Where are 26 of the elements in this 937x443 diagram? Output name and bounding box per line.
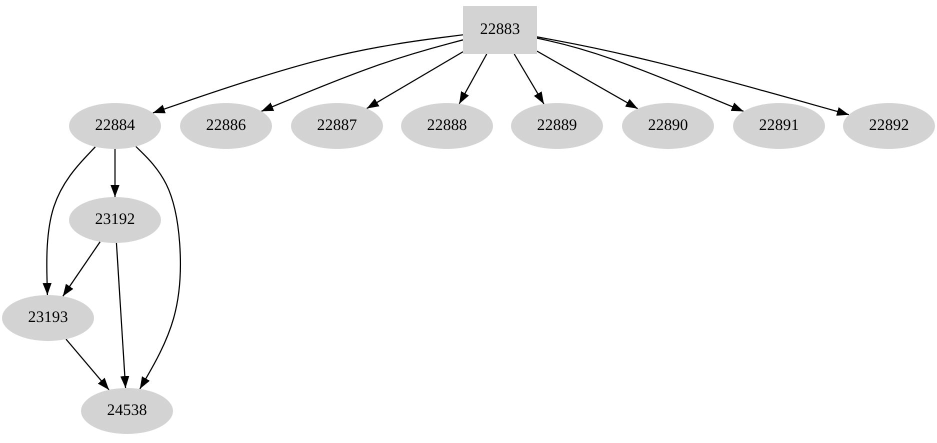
arrow [62,241,101,297]
ellipse-node: 24538 [81,388,173,434]
arrow [536,36,850,116]
arrow [514,54,544,104]
arrow [261,39,464,112]
arrow [135,146,182,390]
ellipse-node: 23192 [69,197,161,243]
ellipse-node: 22892 [843,103,935,149]
arrow [152,34,464,114]
arrow [110,149,120,197]
ellipse-node: 22890 [622,103,714,149]
arrow [366,51,464,109]
ellipse-node: 22889 [511,103,603,149]
ellipse-node: 22887 [291,103,383,149]
ellipse-node: 22888 [401,103,493,149]
arrow [458,54,488,104]
process-box: 22883 [463,6,537,54]
ellipse-node: 22886 [180,103,272,149]
ellipse-node: 23193 [2,295,94,341]
ellipse-node: 22884 [69,103,161,149]
arrow [66,338,110,390]
arrow [42,146,96,296]
arrow [536,50,638,110]
arrow [116,242,130,388]
arrow [536,38,744,112]
ellipse-node: 22891 [733,103,825,149]
